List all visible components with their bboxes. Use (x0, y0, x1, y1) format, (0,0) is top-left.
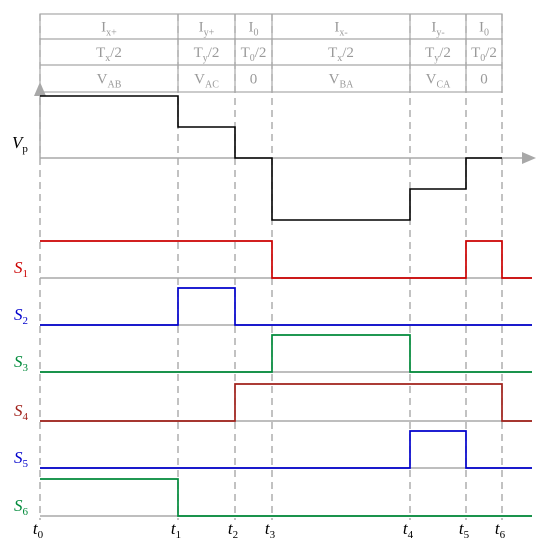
vp-vertical-arrow-icon (34, 82, 46, 96)
time-label-t5: t5 (459, 519, 470, 541)
time-label-t2: t2 (228, 519, 238, 541)
time-label-t4: t4 (403, 519, 414, 541)
signal-waveform-s6 (40, 478, 532, 517)
table-cell-r2-c2: 0 (250, 72, 258, 88)
time-axis-labels: t0 t1 t2 t3 t4 t5 t6 (33, 519, 506, 541)
table-cell-r0-c1: Iy+ (199, 20, 215, 39)
table-cell-r0-c0: Ix+ (101, 20, 117, 39)
time-label-t3: t3 (265, 519, 276, 541)
signal-label-s6: S6 (14, 496, 29, 518)
signal-label-s1: S1 (14, 258, 28, 280)
table-cell-r1-c5: T0/2 (471, 45, 497, 64)
vp-axis-arrow-icon (522, 152, 536, 164)
table-cell-r2-c3: VBA (329, 72, 355, 91)
vp-waveform (40, 95, 502, 221)
table-cell-r1-c4: Ty/2 (425, 45, 451, 64)
vp-waveform-panel: Vp (12, 82, 536, 221)
signal-label-s2: S2 (14, 305, 28, 327)
table-cell-r2-c4: VCA (426, 72, 452, 91)
signal-waveform-s2 (40, 287, 532, 326)
table-cell-r2-c0: VAB (97, 72, 122, 91)
signal-label-s5: S5 (14, 448, 29, 470)
table-cell-r0-c5: I0 (479, 20, 489, 39)
table-cell-r1-c2: T0/2 (241, 45, 267, 64)
table-cell-r2-c1: VAC (194, 72, 219, 91)
signal-waveform-s3 (40, 334, 532, 373)
table-cell-r2-c5: 0 (480, 72, 488, 88)
signal-waveform-s5 (40, 430, 532, 469)
time-label-t0: t0 (33, 519, 44, 541)
table-cell-r1-c3: Tx/2 (328, 45, 354, 64)
signal-waveform-s4 (40, 383, 532, 422)
signal-label-s3: S3 (14, 352, 29, 374)
table-cell-r0-c3: Ix- (334, 20, 347, 39)
table-cell-r1-c1: Ty/2 (194, 45, 220, 64)
table-border (39, 13, 503, 93)
time-label-t6: t6 (495, 519, 506, 541)
table-cell-r1-c0: Tx/2 (96, 45, 122, 64)
time-label-t1: t1 (171, 519, 181, 541)
table-cell-r0-c2: I0 (249, 20, 259, 39)
vp-label: Vp (12, 133, 28, 155)
signal-waveform-s1 (40, 240, 532, 279)
signal-label-s4: S4 (14, 401, 29, 423)
table-cell-r0-c4: Iy- (431, 20, 444, 39)
